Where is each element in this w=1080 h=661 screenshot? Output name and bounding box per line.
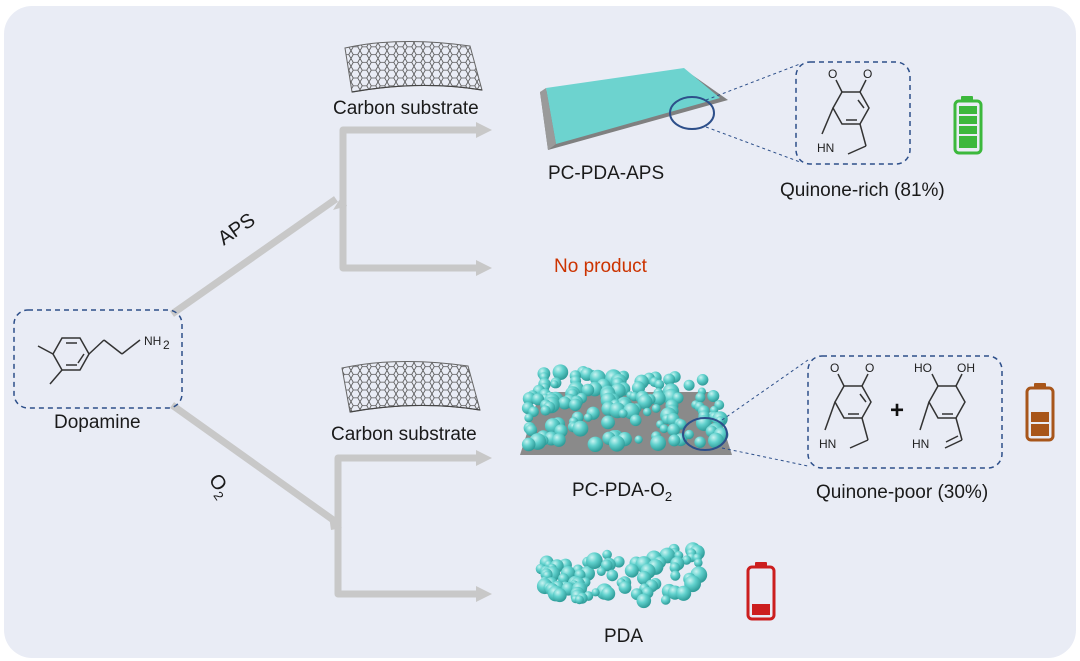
sphere-particle: [637, 394, 653, 410]
sphere-particle: [552, 364, 569, 381]
sphere-particle: [596, 567, 606, 576]
pc-pda-aps-label: PC-PDA-APS: [548, 163, 665, 184]
sphere-particle: [586, 552, 603, 569]
diagram-panel: [4, 6, 1076, 658]
sphere-particle: [667, 423, 680, 437]
svg-text:OH: OH: [957, 361, 975, 375]
sphere-particle: [524, 413, 534, 423]
sphere-particle: [606, 569, 619, 582]
battery-low-icon: [746, 562, 776, 621]
quinone-poor-label: Quinone-poor (30%): [816, 482, 989, 503]
svg-text:HN: HN: [817, 141, 834, 155]
dopamine-structure: NH 2: [13, 309, 183, 409]
sphere-particle: [660, 595, 671, 605]
sphere-particle: [696, 374, 709, 386]
sphere-particle: [587, 436, 603, 452]
zoom-circle-aps: [669, 96, 715, 130]
carbon-substrate-label-bottom: Carbon substrate: [331, 424, 477, 445]
quinone-poor-structure: O O HN HO OH HN +: [807, 355, 1003, 469]
sphere-particle: [669, 562, 681, 573]
sphere-particle: [540, 405, 551, 416]
svg-text:HN: HN: [912, 437, 929, 451]
pda-particles: [535, 542, 708, 609]
sphere-particle: [654, 379, 665, 390]
sphere-particle: [521, 437, 536, 452]
graphene-sheet-icon: [344, 40, 483, 93]
svg-text:O: O: [830, 361, 839, 375]
svg-text:HN: HN: [819, 437, 836, 451]
graphene-sheet-icon: [341, 360, 481, 413]
sphere-particle: [572, 420, 589, 437]
sphere-particle: [663, 373, 676, 386]
sphere-particle: [676, 585, 692, 601]
sphere-particle: [552, 433, 566, 447]
arrow-aps-diagonal: [169, 196, 339, 317]
dopamine-label: Dopamine: [54, 412, 141, 433]
sphere-particle: [608, 435, 625, 452]
pda-label: PDA: [604, 626, 644, 647]
arrow-heads: [329, 122, 492, 602]
pc-pda-o2-substrate: [520, 359, 809, 467]
sphere-particle: [601, 586, 616, 601]
sphere-particle: [708, 432, 724, 449]
sphere-particle: [694, 436, 706, 448]
sphere-particle: [707, 390, 720, 402]
sphere-particle: [643, 407, 652, 417]
carbon-substrate-label-top: Carbon substrate: [333, 98, 479, 119]
sphere-particle: [618, 581, 632, 594]
svg-text:O: O: [828, 67, 837, 81]
nh2-label: NH: [144, 334, 161, 348]
sphere-particle: [651, 404, 661, 413]
sphere-particle: [670, 570, 681, 581]
sphere-particle: [550, 380, 559, 389]
svg-text:2: 2: [163, 338, 170, 352]
sphere-particle: [618, 409, 628, 418]
sphere-particle: [574, 595, 584, 605]
sphere-particle: [558, 396, 572, 410]
battery-half-icon: [1025, 383, 1055, 442]
pc-pda-o2-label: PC-PDA-O2: [572, 480, 673, 504]
sphere-particle: [668, 434, 681, 447]
arrow-o2-split: [334, 454, 478, 598]
svg-text:O: O: [863, 67, 872, 81]
sphere-particle: [552, 588, 567, 603]
sphere-particle: [650, 435, 666, 451]
pc-pda-aps-sheet: [540, 63, 801, 163]
quinone-rich-label: Quinone-rich (81%): [780, 180, 945, 201]
no-product-label: No product: [554, 256, 647, 277]
sphere-particle: [624, 563, 639, 578]
sphere-particle: [659, 424, 669, 434]
sphere-particle: [629, 414, 642, 427]
sphere-particle: [591, 588, 600, 597]
sphere-particle: [694, 558, 703, 568]
sphere-particle: [525, 424, 538, 437]
sphere-particle: [601, 415, 615, 430]
plus-sign: +: [890, 397, 904, 424]
sphere-particle: [613, 556, 625, 568]
zoom-circle-o2: [682, 417, 728, 451]
sphere-particle: [581, 383, 595, 397]
battery-full-icon: [953, 96, 983, 155]
svg-text:HO: HO: [914, 361, 932, 375]
sphere-particle: [695, 392, 706, 403]
sphere-particle: [569, 398, 582, 412]
sphere-particle: [684, 429, 694, 440]
sphere-particle: [681, 555, 692, 565]
spheres-o2: [521, 364, 729, 452]
sphere-particle: [683, 379, 695, 391]
sphere-particle: [602, 549, 612, 560]
svg-text:O: O: [865, 361, 874, 375]
sphere-particle: [583, 413, 593, 422]
arrow-o2-diagonal: [169, 402, 339, 525]
sphere-particle: [636, 593, 652, 609]
arrow-aps-split: [339, 126, 478, 272]
quinone-rich-structure: O O HN: [795, 61, 911, 165]
sphere-particle: [634, 435, 643, 444]
